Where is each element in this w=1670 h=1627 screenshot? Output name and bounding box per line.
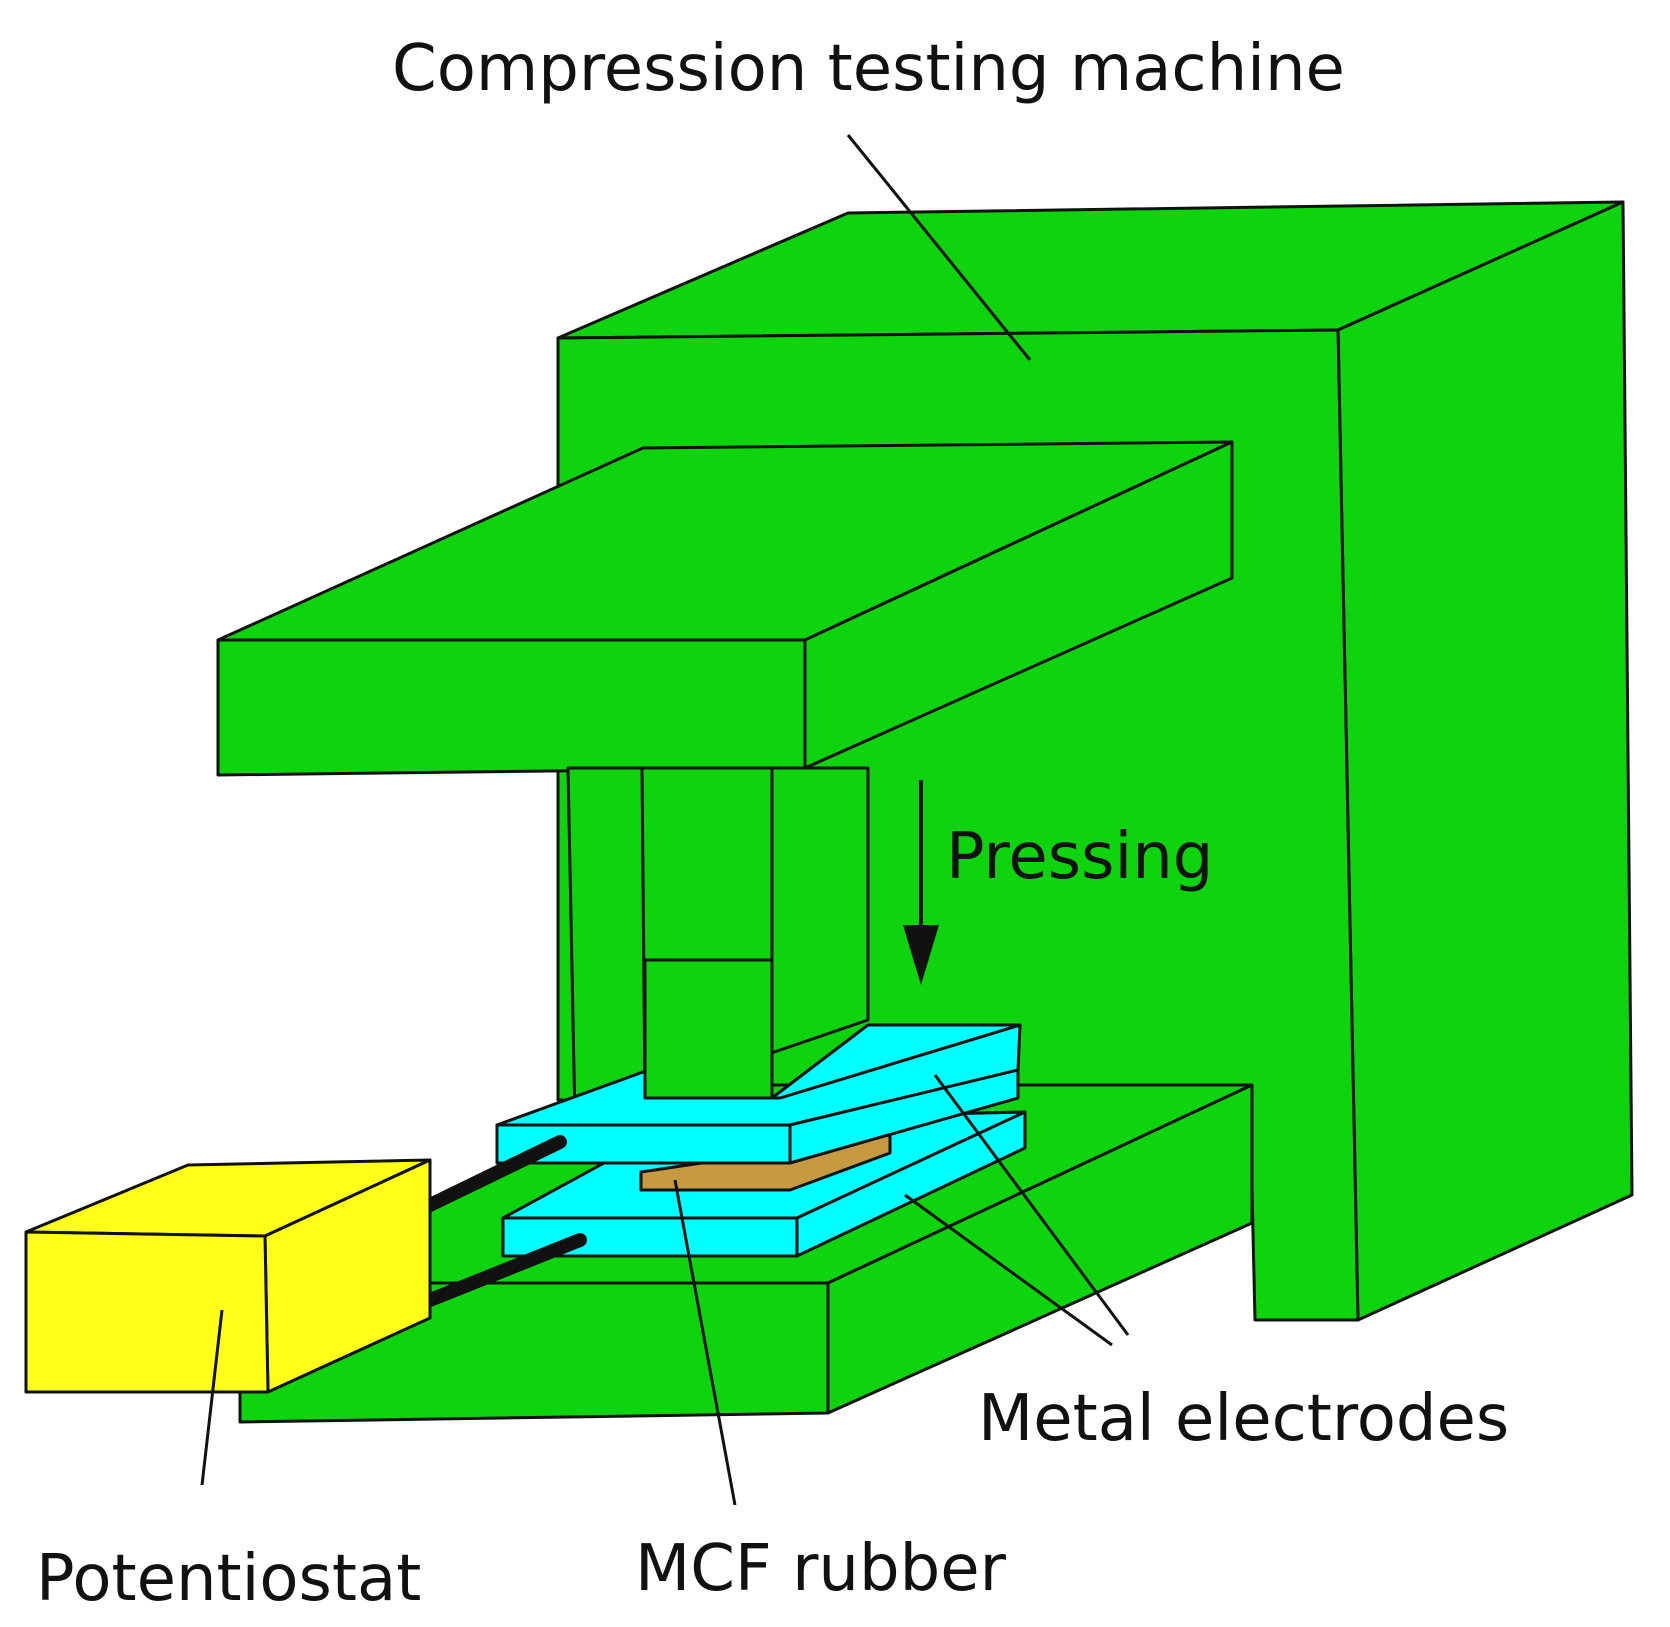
cable-lower — [423, 1233, 587, 1307]
upper-arm-front — [216, 638, 807, 777]
potentiostat-front — [24, 1230, 270, 1394]
leader-lines — [200, 134, 1130, 1506]
leader-machine — [846, 134, 1032, 361]
potentiostat-box — [24, 1158, 432, 1394]
upper-electrode-top-right — [770, 1023, 1022, 1100]
upper-electrode-front — [495, 1123, 792, 1165]
leader-potentiostat — [200, 1309, 224, 1486]
cables — [423, 1135, 587, 1307]
label-potentiostat: Potentiostat — [36, 1542, 421, 1616]
label-pressing: Pressing — [946, 820, 1213, 894]
arrow-head — [903, 925, 939, 985]
upper-electrode — [495, 1023, 1022, 1165]
upper-arm — [216, 440, 1234, 777]
pressing-arrow — [903, 780, 939, 985]
leader-rubber — [673, 1179, 737, 1506]
label-compression-testing-machine: Compression testing machine — [392, 32, 1345, 106]
leader-electrode-upper — [933, 1074, 1130, 1336]
label-metal-electrodes: Metal electrodes — [978, 1382, 1509, 1456]
cable-upper — [423, 1135, 567, 1212]
leader-electrode-lower — [904, 1193, 1113, 1347]
label-mcf-rubber: MCF rubber — [635, 1532, 1007, 1606]
frame-side-face — [1336, 200, 1634, 1322]
piston-foot — [643, 958, 774, 1100]
